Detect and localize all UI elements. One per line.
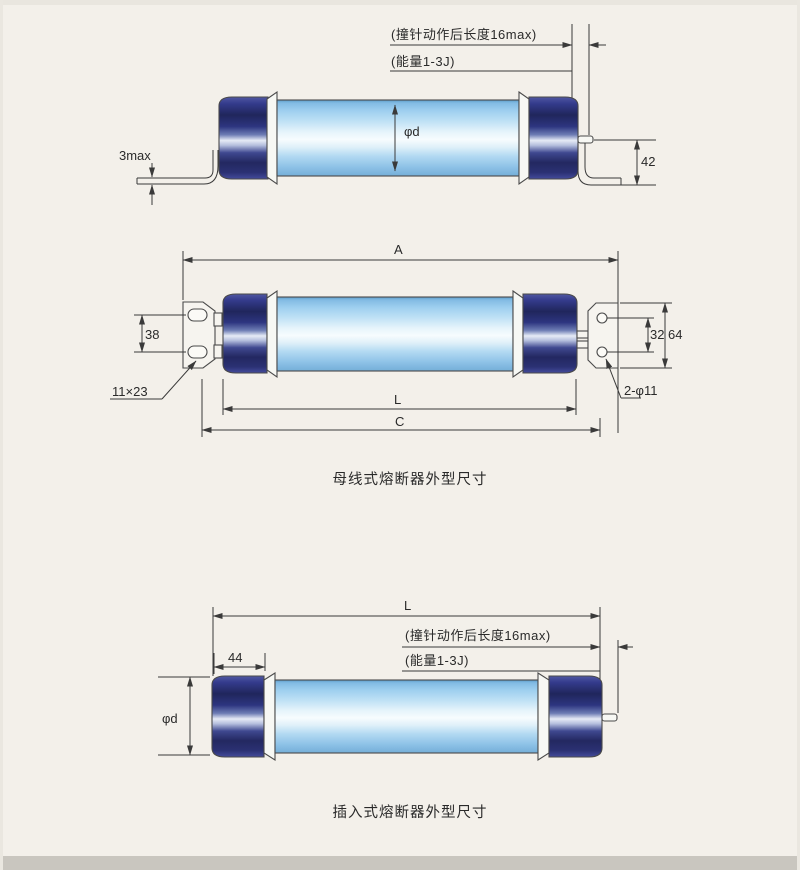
fuse-cap-left <box>211 675 265 758</box>
slot-hole <box>187 345 208 359</box>
fuse-tube <box>276 296 514 372</box>
fuse-cap-right <box>528 96 579 180</box>
paper-edge-top <box>0 0 800 5</box>
diameter-label: φd <box>162 711 178 726</box>
plate-height-label: 64 <box>668 327 682 342</box>
busbar-view-caption: 母线式熔断器外型尺寸 <box>333 471 488 488</box>
hole-spacing-label: 32 <box>650 327 664 342</box>
fuse-cap-left <box>218 96 269 180</box>
right-terminal-outline <box>577 143 621 186</box>
plate-step <box>213 344 223 359</box>
terminal-hole <box>596 346 608 358</box>
slot-hole <box>187 308 208 322</box>
hole-spec-label: 2-φ11 <box>624 383 657 398</box>
striker-pin <box>601 713 618 722</box>
hole-spec-leader-arrow <box>605 358 622 399</box>
fuse-flange-right <box>512 289 524 379</box>
plate-step <box>213 312 223 327</box>
overall-length-label: L <box>404 598 411 613</box>
slot-spacing-label: 38 <box>145 327 159 342</box>
body-length-label: L <box>394 392 401 407</box>
paper-edge-left <box>0 0 3 870</box>
contact-tab <box>576 340 589 349</box>
fuse-flange-left <box>266 289 278 379</box>
slot-size-label: 11×23 <box>112 384 148 399</box>
plugin-fuse-view: L (撞针动作后长度16max) (能量1-3J) 44 φd 插入式熔断器外型… <box>158 598 633 821</box>
cap-length-label: 44 <box>228 650 242 665</box>
terminal-height-label: 42 <box>641 154 655 169</box>
diameter-label: φd <box>404 124 420 139</box>
overall-width-label: A <box>394 242 403 257</box>
fuse-tube <box>274 679 539 754</box>
strap-thickness-label: 3max <box>119 148 151 163</box>
plugin-view-caption: 插入式熔断器外型尺寸 <box>333 804 488 821</box>
paper-edge-right <box>797 0 800 870</box>
energy-note: (能量1-3J) <box>391 54 455 69</box>
fuse-cap-left <box>222 293 268 374</box>
energy-note: (能量1-3J) <box>405 653 469 668</box>
striker-length-note: (撞针动作后长度16max) <box>391 27 537 42</box>
contact-tab <box>576 330 589 339</box>
right-terminal-outline <box>584 143 621 179</box>
fuse-flange-right <box>537 671 550 762</box>
slot-size-leader-arrow <box>161 360 197 400</box>
striker-length-note: (撞针动作后长度16max) <box>405 628 551 643</box>
overall-length-label: C <box>395 414 404 429</box>
paper-edge-bottom <box>0 856 800 870</box>
fuse-tube <box>276 99 520 177</box>
fuse-flange-right <box>518 90 530 186</box>
busbar-fuse-front-view: A 38 11×23 32 64 2-φ11 <box>110 242 682 488</box>
left-strap-outline <box>137 150 219 185</box>
fuse-cap-right <box>522 293 578 374</box>
terminal-hole <box>596 312 608 324</box>
fuse-flange-left <box>266 90 278 186</box>
fuse-cap-right <box>548 675 603 758</box>
busbar-fuse-side-view: (撞针动作后长度16max) (能量1-3J) 3max φd 42 <box>119 24 656 205</box>
fuse-flange-left <box>263 671 276 762</box>
striker-pin <box>577 135 594 144</box>
left-strap-outline <box>137 150 214 179</box>
